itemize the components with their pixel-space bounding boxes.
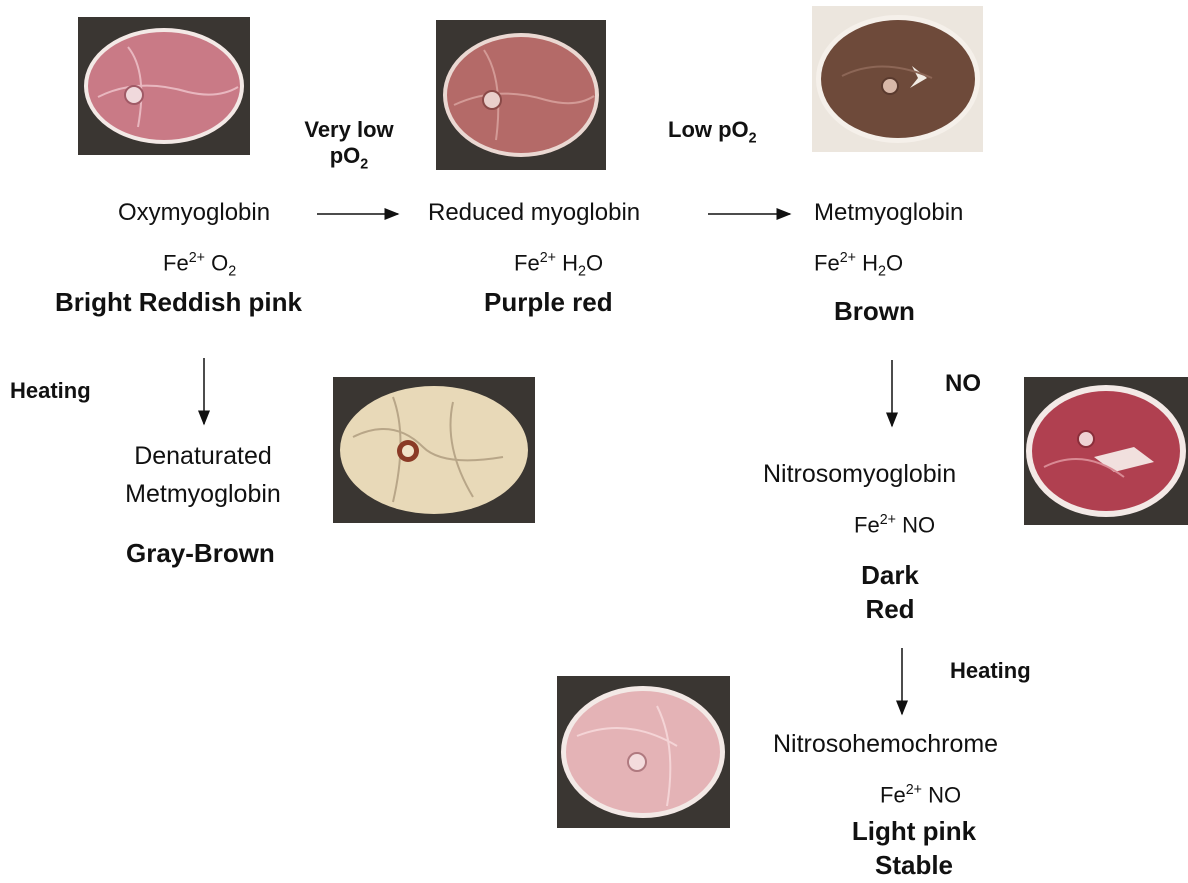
nitrosomyoglobin-name: Nitrosomyoglobin (763, 460, 956, 489)
reduced-myoglobin-formula: Fe2+ H2O (514, 250, 603, 280)
metmyoglobin-formula: Fe2+ H2O (814, 250, 903, 280)
denatured-metmyoglobin-color: Gray-Brown (126, 538, 275, 569)
very-low-po2-label: Very low pO2 (290, 117, 408, 172)
heating-label-1: Heating (10, 378, 91, 404)
no-label: NO (945, 370, 981, 398)
denatured-metmyoglobin-name: Denaturated Metmyoglobin (118, 437, 288, 513)
metmyoglobin-color: Brown (834, 296, 915, 327)
oxymyoglobin-color: Bright Reddish pink (55, 287, 302, 318)
metmyoglobin-name: Metmyoglobin (814, 199, 963, 227)
oxymyoglobin-name: Oxymyoglobin (118, 199, 270, 227)
heating-label-2: Heating (950, 658, 1031, 684)
low-po2-label: Low pO2 (668, 117, 757, 146)
nitrosomyoglobin-formula: Fe2+ NO (854, 512, 935, 538)
oxymyoglobin-formula: Fe2+ O2 (163, 250, 236, 280)
reduced-myoglobin-color: Purple red (484, 287, 613, 318)
nitrosohemochrome-color: Light pink Stable (836, 814, 992, 882)
nitrosohemochrome-name: Nitrosohemochrome (773, 730, 998, 759)
reduced-myoglobin-name: Reduced myoglobin (428, 199, 640, 227)
nitrosomyoglobin-color: Dark Red (840, 558, 940, 626)
nitrosohemochrome-formula: Fe2+ NO (880, 782, 961, 808)
